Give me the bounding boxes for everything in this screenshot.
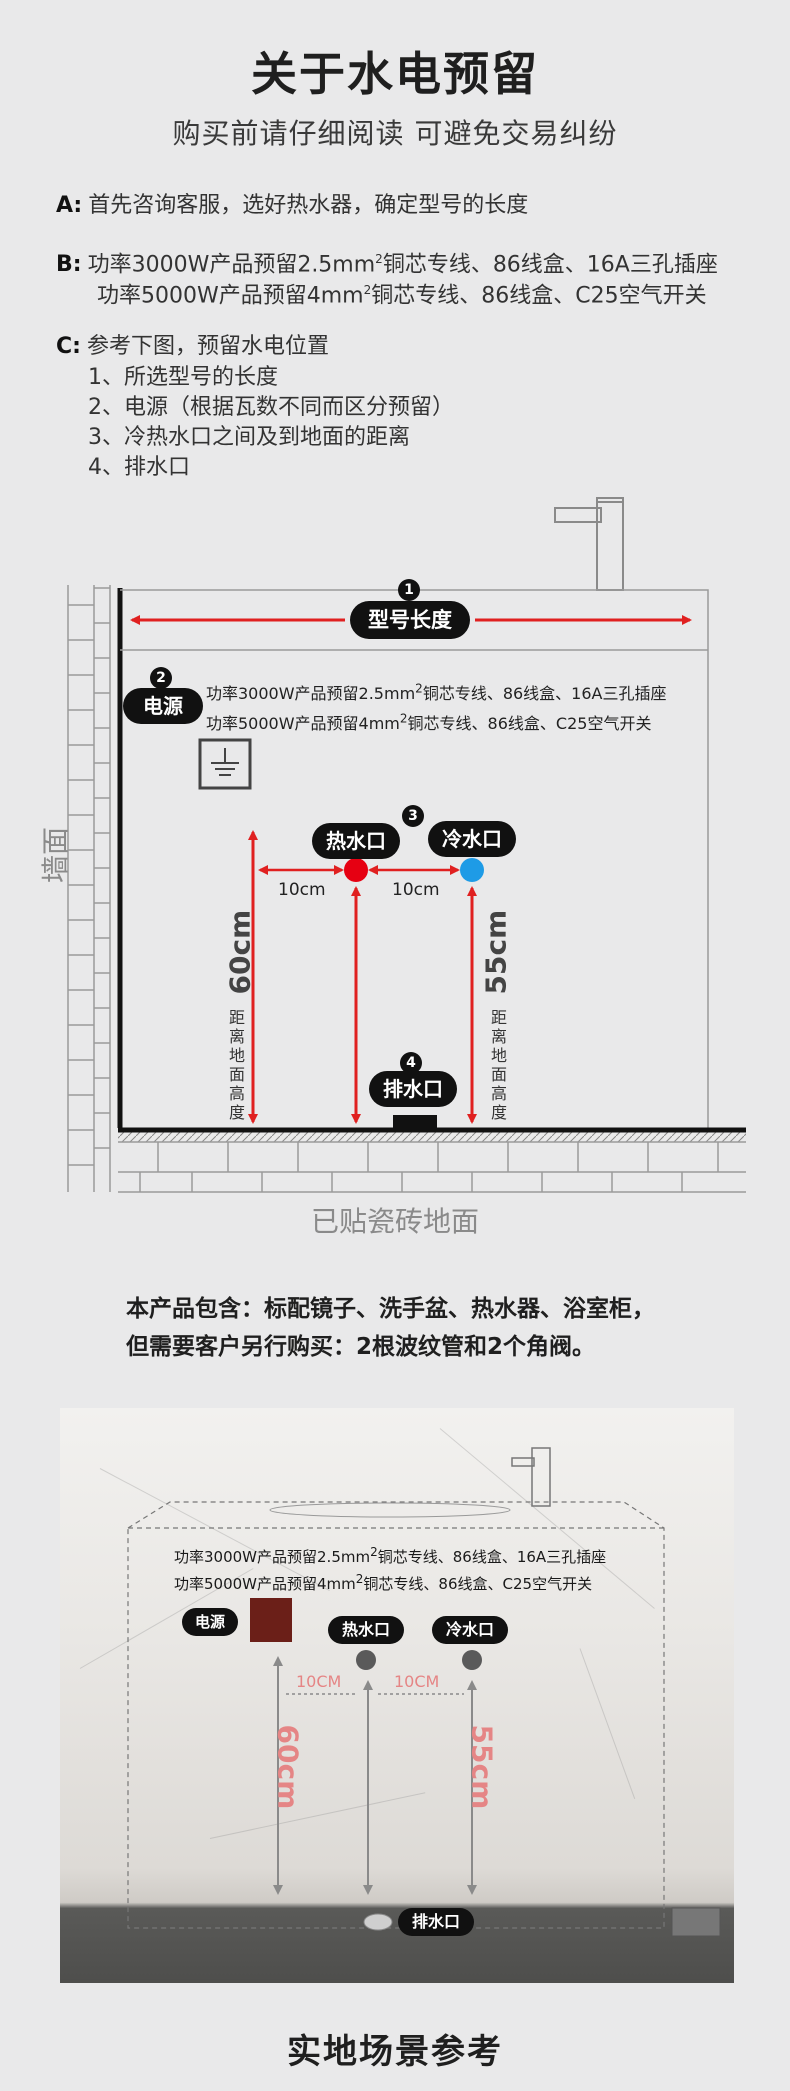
page-title: 关于水电预留 — [251, 47, 539, 101]
marker-1: 1 — [398, 579, 420, 601]
height-55-label: 55cm — [479, 909, 513, 995]
spec-3000w-pre: 功率3000W产品预留2.5mm — [206, 684, 416, 703]
note-b-line1-post: 铜芯专线、86线盒、16A三孔插座 — [382, 252, 718, 278]
spec-5000w-post: 铜芯专线、86线盒、C25空气开关 — [407, 714, 652, 733]
photo-spec-3000w-sup: 2 — [370, 1545, 378, 1559]
includes-text: 本产品包含：标配镜子、洗手盆、热水器、浴室柜， 但需要客户另行购买：2根波纹管和… — [126, 1290, 655, 1366]
photo-gap-left-label: 10CM — [296, 1672, 342, 1691]
photo-cold-valve — [462, 1650, 482, 1670]
note-b-sup2: 2 — [363, 283, 372, 297]
cabinet-dashed-outline — [127, 1501, 665, 1929]
photo-spec-5000w-pre: 功率5000W产品预留4mm — [174, 1575, 356, 1593]
model-length-label: 型号长度 — [350, 601, 470, 639]
wall-label: 墙面 — [39, 826, 73, 884]
note-b-line2-post: 铜芯专线、86线盒、C25空气开关 — [371, 283, 707, 309]
note-c-text: 参考下图，预留水电位置 — [86, 334, 329, 359]
note-c-key: C: — [56, 334, 81, 359]
note-b-line2: 功率5000W产品预留4mm2铜芯专线、86线盒、C25空气开关 — [97, 275, 707, 311]
basin-outline — [269, 1502, 511, 1518]
page-subtitle: 购买前请仔细阅读 可避免交易纠纷 — [172, 117, 618, 150]
photo-faucet-icon — [511, 1447, 551, 1507]
spec-3000w-post: 铜芯专线、86线盒、16A三孔插座 — [422, 684, 667, 703]
photo-power-label: 电源 — [182, 1608, 238, 1636]
marker-4: 4 — [400, 1052, 422, 1074]
note-c: C:参考下图，预留水电位置 — [56, 331, 329, 362]
floor-label: 已贴瓷砖地面 — [310, 1205, 479, 1238]
marker-3: 3 — [402, 805, 424, 827]
site-photo: 功率3000W产品预留2.5mm2铜芯专线、86线盒、16A三孔插座 功率500… — [60, 1408, 734, 1983]
note-b-line2-pre: 功率5000W产品预留4mm — [97, 283, 364, 309]
spec-3000w: 功率3000W产品预留2.5mm2铜芯专线、86线盒、16A三孔插座 — [206, 680, 666, 704]
note-a: A:首先咨询客服，选好热水器，确定型号的长度 — [56, 190, 528, 221]
list-item: 3、冷热水口之间及到地面的距离 — [88, 425, 410, 450]
drain-outlet — [393, 1115, 437, 1129]
list-item: 4、排水口 — [88, 455, 190, 480]
floor-tiles — [118, 1141, 746, 1193]
height-left-caption: 距离地面高度 — [228, 1008, 245, 1122]
note-b-sup1: 2 — [375, 252, 383, 266]
includes-line-2: 但需要客户另行购买：2根波纹管和2个角阀。 — [126, 1334, 596, 1360]
installation-diagram — [67, 497, 746, 1193]
photo-height-55-label: 55cm — [465, 1724, 499, 1810]
photo-spec-5000w-post: 铜芯专线、86线盒、C25空气开关 — [363, 1575, 593, 1593]
note-b-key: B: — [56, 252, 82, 278]
floor-hatch — [118, 1130, 746, 1142]
photo-height-60-label: 60cm — [271, 1724, 305, 1810]
socket-box-icon — [198, 738, 252, 790]
cold-water-point — [460, 858, 484, 882]
faucet-icon — [554, 497, 624, 591]
brick-wall — [67, 585, 111, 1192]
power-label: 电源 — [123, 688, 203, 724]
photo-floor-grate — [671, 1907, 721, 1937]
marker-2: 2 — [150, 667, 172, 689]
photo-spec-3000w-pre: 功率3000W产品预留2.5mm — [174, 1548, 371, 1566]
list-item: 1、所选型号的长度 — [88, 365, 278, 390]
drain-label: 排水口 — [369, 1071, 457, 1107]
photo-drain — [363, 1913, 393, 1931]
note-b: B:功率3000W产品预留2.5mm2铜芯专线、86线盒、16A三孔插座 — [56, 244, 718, 280]
cabinet-outline — [120, 589, 709, 1130]
note-a-text: 首先咨询客服，选好热水器，确定型号的长度 — [88, 193, 529, 218]
photo-spec-3000w: 功率3000W产品预留2.5mm2铜芯专线、86线盒、16A三孔插座 — [174, 1545, 606, 1567]
photo-overlay — [127, 1447, 721, 1937]
photo-drain-label: 排水口 — [398, 1908, 474, 1936]
hot-water-label: 热水口 — [312, 823, 400, 859]
photo-spec-5000w-sup: 2 — [355, 1572, 364, 1586]
cold-water-label: 冷水口 — [428, 821, 516, 857]
gap-right-label: 10cm — [392, 880, 440, 900]
photo-spec-5000w: 功率5000W产品预留4mm2铜芯专线、86线盒、C25空气开关 — [174, 1572, 592, 1594]
photo-gap-right-label: 10CM — [394, 1672, 440, 1691]
note-a-key: A: — [56, 193, 83, 218]
height-right-caption: 距离地面高度 — [490, 1008, 507, 1122]
note-c-list: 1、所选型号的长度 2、电源（根据瓦数不同而区分预留） 3、冷热水口之间及到地面… — [88, 363, 454, 483]
photo-spec-3000w-post: 铜芯专线、86线盒、16A三孔插座 — [377, 1548, 607, 1566]
photo-cold-label: 冷水口 — [432, 1616, 508, 1644]
spec-5000w-sup: 2 — [399, 711, 408, 726]
scene-reference-title: 实地场景参考 — [287, 2032, 503, 2072]
includes-line-1: 本产品包含：标配镜子、洗手盆、热水器、浴室柜， — [126, 1296, 655, 1322]
hot-water-point — [344, 858, 368, 882]
spec-3000w-sup: 2 — [415, 681, 423, 696]
gap-left-label: 10cm — [278, 880, 326, 900]
height-60-label: 60cm — [223, 909, 257, 995]
spec-5000w: 功率5000W产品预留4mm2铜芯专线、86线盒、C25空气开关 — [206, 710, 651, 734]
photo-hot-valve — [356, 1650, 376, 1670]
list-item: 2、电源（根据瓦数不同而区分预留） — [88, 395, 454, 420]
power-socket-photo — [250, 1598, 292, 1642]
spec-5000w-pre: 功率5000W产品预留4mm — [206, 714, 400, 733]
photo-hot-label: 热水口 — [328, 1616, 404, 1644]
note-b-line1-pre: 功率3000W产品预留2.5mm — [87, 252, 376, 278]
